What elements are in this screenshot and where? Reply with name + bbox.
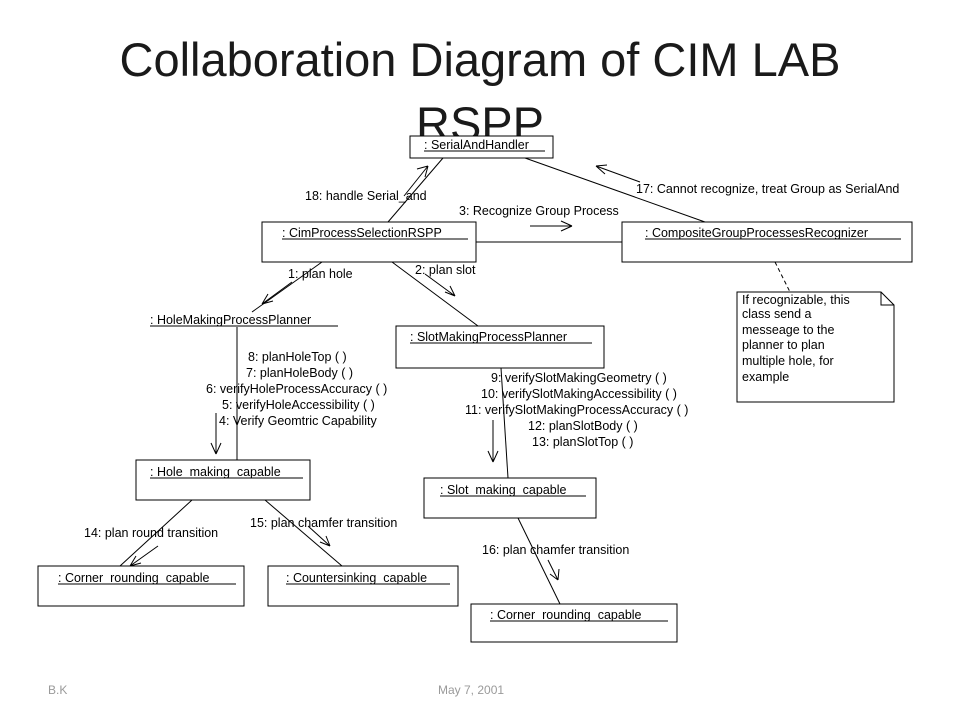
note-line: If recognizable, this: [742, 293, 850, 307]
note-shape: [736, 291, 895, 403]
message-1: 1: plan hole: [288, 267, 353, 281]
hole-message: 7: planHoleBody ( ): [246, 366, 353, 380]
note-line: class send a: [742, 307, 812, 321]
arrow-17: [595, 164, 641, 183]
link-hole-countersink: [264, 499, 343, 567]
hole-message: 6: verifyHoleProcessAccuracy ( ): [206, 382, 387, 396]
object-label: : SerialAndHandler: [424, 138, 529, 152]
object-slot-capable: : Slot_making_capable: [423, 477, 597, 519]
object-countersink: : Countersinking_capable: [267, 565, 459, 607]
arrow-hole-msgs: [210, 413, 222, 455]
link-hole-corner: [119, 499, 193, 567]
arrow-1: [261, 281, 293, 305]
arrow-2: [424, 273, 456, 297]
object-label: : SlotMakingProcessPlanner: [410, 330, 567, 344]
note-line: messeage to the: [742, 323, 834, 337]
message-labels: 18: handle Serial_and 17: Cannot recogni…: [84, 182, 899, 557]
hole-message: 4: Verify Geomtric Capability: [219, 414, 377, 428]
slot-message: 12: planSlotBody ( ): [528, 419, 638, 433]
note-line: planner to plan: [742, 338, 825, 352]
slot-message: 13: planSlotTop ( ): [532, 435, 633, 449]
object-composite: : CompositeGroupProcessesRecognizer: [621, 221, 913, 263]
arrow-16: [547, 559, 560, 581]
object-hole-capable: : Hole_making_capable: [135, 459, 311, 501]
object-hole-planner: : HoleMakingProcessPlanner: [150, 313, 338, 327]
object-label: : HoleMakingProcessPlanner: [150, 313, 311, 327]
message-2: 2: plan slot: [415, 263, 476, 277]
slot-message: 11: verifySlotMakingProcessAccuracy ( ): [465, 403, 688, 417]
link-serial-cim: [387, 157, 444, 223]
object-serial: : SerialAndHandler: [409, 135, 554, 159]
object-label: : Corner_rounding_capable: [58, 571, 210, 585]
slide-title: Collaboration Diagram of CIM LAB RSPP: [0, 28, 960, 156]
object-label: : CompositeGroupProcessesRecognizer: [645, 226, 868, 240]
object-slot-planner: : SlotMakingProcessPlanner: [395, 325, 605, 369]
note-line: multiple hole, for: [742, 354, 834, 368]
note-line: example: [742, 370, 789, 384]
arrow-15: [307, 525, 331, 547]
note: If recognizable, this class send a messe…: [736, 291, 895, 403]
link-slotplanner-slotcapable: [500, 367, 509, 479]
slot-message: 9: verifySlotMakingGeometry ( ): [491, 371, 667, 385]
object-label: : CimProcessSelectionRSPP: [282, 226, 442, 240]
slot-message: 10: verifySlotMakingAccessibility ( ): [481, 387, 677, 401]
link-cim-slot-planner: [391, 261, 479, 327]
arrow-18: [403, 165, 429, 197]
object-cim: : CimProcessSelectionRSPP: [261, 221, 477, 263]
hole-message: 5: verifyHoleAccessibility ( ): [222, 398, 375, 412]
footer-author: B.K: [48, 683, 68, 697]
link-slot-corner: [517, 517, 561, 605]
message-arrows: [129, 164, 641, 581]
object-corner-1: : Corner_rounding_capable: [37, 565, 245, 607]
object-label: : Corner_rounding_capable: [490, 608, 642, 622]
object-label: : Countersinking_capable: [286, 571, 427, 585]
object-corner-2: : Corner_rounding_capable: [470, 603, 678, 643]
arrow-3: [530, 220, 573, 232]
link-serial-composite: [524, 157, 706, 223]
message-14: 14: plan round transition: [84, 526, 218, 540]
hole-message: 8: planHoleTop ( ): [248, 350, 347, 364]
footer-date: May 7, 2001: [438, 683, 505, 697]
title-line-1: Collaboration Diagram of CIM LAB: [119, 33, 841, 86]
link-note-composite: [774, 261, 791, 293]
arrow-14: [129, 545, 159, 567]
message-15: 15: plan chamfer transition: [250, 516, 397, 530]
message-17: 17: Cannot recognize, treat Group as Ser…: [636, 182, 899, 196]
arrow-slot-msgs: [487, 420, 499, 463]
object-label: : Slot_making_capable: [440, 483, 567, 497]
object-label: : Hole_making_capable: [150, 465, 281, 479]
message-16: 16: plan chamfer transition: [482, 543, 629, 557]
message-18: 18: handle Serial_and: [305, 189, 427, 203]
message-3: 3: Recognize Group Process: [459, 204, 619, 218]
